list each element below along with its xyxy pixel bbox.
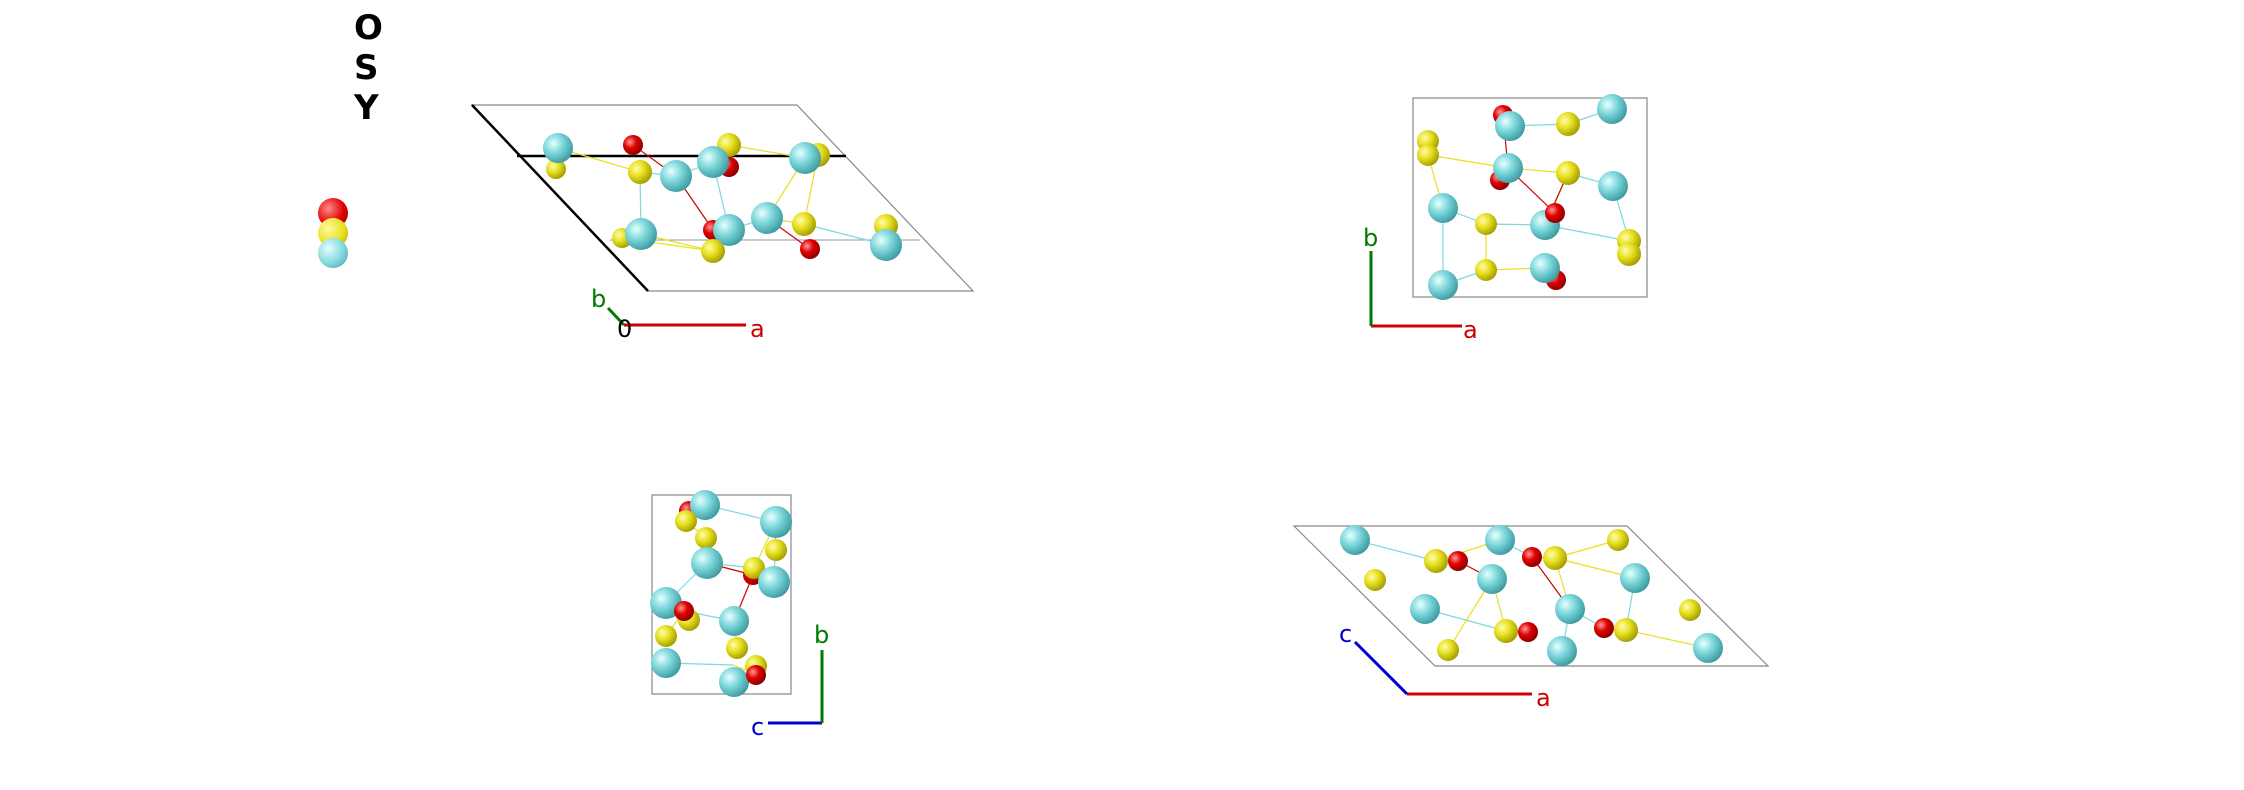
s-atom — [1556, 112, 1580, 136]
s-atom — [792, 212, 816, 236]
s-atom — [1424, 549, 1448, 573]
o-atom — [800, 239, 820, 259]
s-atom — [1364, 569, 1386, 591]
axis-c-line — [1353, 640, 1409, 696]
y-atom — [690, 490, 720, 520]
o-atom — [1448, 551, 1468, 571]
axis-a-label: a — [750, 315, 765, 343]
axis-a-label: a — [1463, 316, 1478, 344]
element-legend: O S Y — [318, 8, 398, 278]
y-atom — [543, 133, 573, 163]
y-atom — [1485, 525, 1515, 555]
s-atom — [675, 510, 697, 532]
y-atom — [1493, 153, 1523, 183]
y-atom — [1547, 636, 1577, 666]
y-atom — [760, 506, 792, 538]
o-atom — [674, 601, 694, 621]
o-atom — [746, 665, 766, 685]
unit-cell-outline — [1412, 97, 1648, 298]
y-atom — [751, 202, 783, 234]
view-1: a b 0 — [470, 104, 975, 343]
s-atom — [695, 527, 717, 549]
view-3: c b — [650, 490, 829, 741]
o-atom — [623, 135, 643, 155]
o-atom — [1522, 547, 1542, 567]
y-atom — [660, 160, 692, 192]
s-atom — [1556, 161, 1580, 185]
s-atom — [655, 625, 677, 647]
y-atom — [1495, 111, 1525, 141]
legend-label-s: S — [354, 48, 379, 88]
y-atom — [870, 229, 902, 261]
legend-label-o: O — [354, 8, 383, 48]
s-atom — [1494, 619, 1518, 643]
view-2: a b — [1363, 94, 1648, 344]
s-atom — [1475, 213, 1497, 235]
y-atom — [1620, 563, 1650, 593]
o-atom — [1594, 618, 1614, 638]
s-atom — [1614, 618, 1638, 642]
y-atom — [1597, 94, 1627, 124]
unit-cell-outline — [651, 494, 792, 695]
y-atom — [719, 606, 749, 636]
o-atom — [1518, 622, 1538, 642]
y-atom — [1477, 564, 1507, 594]
s-atom — [1617, 242, 1641, 266]
s-atom — [1607, 529, 1629, 551]
s-atom — [765, 539, 787, 561]
s-atom — [628, 160, 652, 184]
y-atom — [1410, 594, 1440, 624]
view-4: a c — [1292, 525, 1770, 712]
o-atom — [1545, 203, 1565, 223]
s-atom — [726, 637, 748, 659]
axis-b-label: b — [814, 621, 829, 649]
y-atom — [758, 566, 790, 598]
axis-b-label: b — [591, 285, 606, 313]
axis-b-line — [606, 306, 626, 327]
axis-c-label: c — [1339, 620, 1352, 648]
y-atom — [1428, 193, 1458, 223]
y-atom — [1340, 525, 1370, 555]
axis-origin-label: 0 — [617, 315, 632, 343]
bonds — [1427, 108, 1630, 286]
s-atom — [1475, 259, 1497, 281]
axis-c-label: c — [751, 713, 764, 741]
bonds — [665, 504, 777, 683]
axis-b-label: b — [1363, 224, 1378, 252]
unit-cell-outline — [1292, 525, 1770, 667]
y-atom — [697, 146, 729, 178]
s-atom — [1679, 599, 1701, 621]
y-atom — [713, 214, 745, 246]
s-atom — [1417, 144, 1439, 166]
s-atom — [1543, 546, 1567, 570]
s-atom — [743, 557, 765, 579]
y-atom — [1530, 253, 1560, 283]
y-atom — [1555, 594, 1585, 624]
y-atom — [719, 667, 749, 697]
s-atom — [1437, 639, 1459, 661]
y-atom — [1693, 633, 1723, 663]
y-atom — [651, 648, 681, 678]
cell-edge — [471, 104, 649, 292]
axis-a-label: a — [1536, 684, 1551, 712]
y-atom — [1428, 270, 1458, 300]
y-atom — [691, 547, 723, 579]
y-atom — [625, 218, 657, 250]
legend-label-y: Y — [354, 88, 379, 128]
unit-cell-outline — [470, 104, 975, 292]
s-atom — [546, 159, 566, 179]
y-atom — [789, 142, 821, 174]
y-atom — [1598, 171, 1628, 201]
legend-swatch-y — [318, 238, 348, 268]
s-atom — [701, 239, 725, 263]
